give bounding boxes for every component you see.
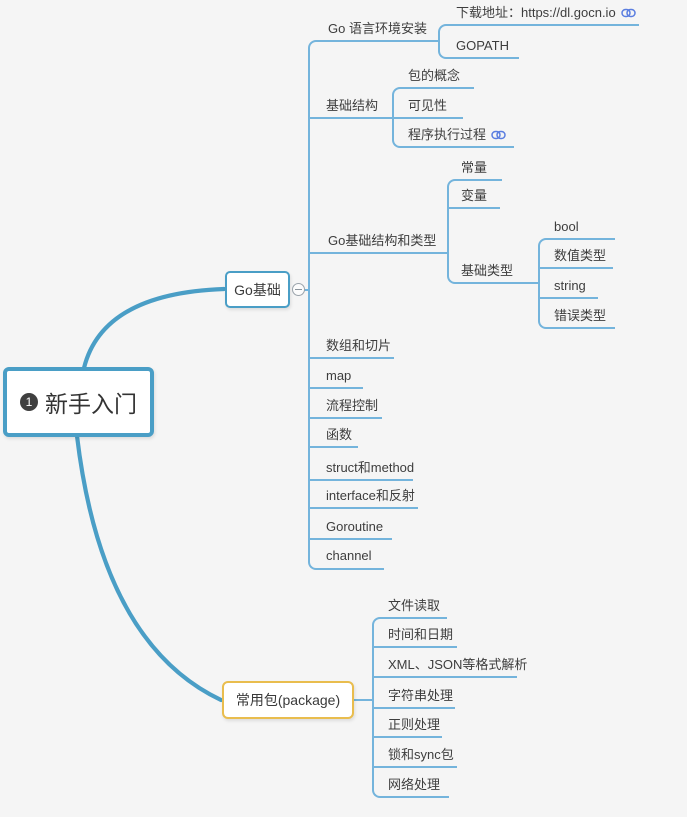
connector	[308, 357, 394, 359]
packages-label: 常用包(package)	[235, 692, 341, 708]
connector	[447, 207, 500, 209]
node-constants[interactable]: 常量	[461, 160, 488, 175]
connector	[353, 699, 372, 701]
download-url-text: 下载地址：https://dl.gocn.io	[456, 5, 616, 20]
connector	[392, 128, 514, 148]
connector	[308, 117, 463, 119]
connector	[372, 778, 449, 798]
connector	[372, 676, 517, 678]
connector	[372, 707, 455, 709]
connector	[438, 24, 639, 43]
connector	[308, 507, 418, 509]
node-xml-json-parse[interactable]: XML、JSON等格式解析	[388, 657, 528, 672]
connector	[308, 446, 358, 448]
node-variables[interactable]: 变量	[461, 188, 488, 203]
node-visibility[interactable]: 可见性	[408, 98, 448, 113]
node-network-processing[interactable]: 网络处理	[388, 777, 441, 792]
connector	[372, 766, 457, 768]
connector	[372, 617, 447, 637]
node-goroutine[interactable]: Goroutine	[326, 519, 384, 534]
priority-badge: 1	[20, 393, 38, 411]
connector	[308, 387, 363, 389]
node-map[interactable]: map	[326, 368, 352, 383]
node-time-date[interactable]: 时间和日期	[388, 627, 454, 642]
connector	[372, 646, 457, 648]
node-struct-method[interactable]: struct和method	[326, 460, 415, 475]
link-icon[interactable]	[620, 7, 636, 19]
node-string-processing[interactable]: 字符串处理	[388, 688, 454, 703]
node-root[interactable]: 1 新手入门	[3, 367, 154, 437]
connector	[447, 264, 540, 284]
node-functions[interactable]: 函数	[326, 427, 353, 442]
node-numeric-types[interactable]: 数值类型	[554, 248, 607, 263]
connector	[308, 417, 382, 419]
node-basic-types[interactable]: 基础类型	[461, 263, 514, 278]
node-file-read[interactable]: 文件读取	[388, 598, 441, 613]
connector	[538, 267, 613, 269]
node-channel[interactable]: channel	[326, 548, 372, 563]
node-lock-sync[interactable]: 锁和sync包	[388, 747, 454, 762]
connector	[447, 179, 502, 199]
connector	[538, 297, 598, 299]
connector	[538, 238, 615, 258]
connector	[447, 192, 449, 268]
connector	[308, 252, 447, 254]
node-basic-structure[interactable]: 基础结构	[326, 98, 379, 113]
node-flow-control[interactable]: 流程控制	[326, 398, 379, 413]
root-label: 新手入门	[45, 391, 137, 417]
node-bool[interactable]: bool	[554, 219, 579, 234]
link-icon[interactable]	[491, 129, 506, 141]
connector	[538, 250, 540, 312]
go-basics-label: Go基础	[234, 281, 281, 298]
connector	[308, 544, 384, 570]
node-gopath[interactable]: GOPATH	[456, 38, 509, 53]
node-string[interactable]: string	[554, 278, 586, 293]
connector	[372, 630, 374, 782]
connector	[538, 309, 615, 329]
node-arrays-slices[interactable]: 数组和切片	[326, 338, 392, 353]
node-interface-reflect[interactable]: interface和反射	[326, 488, 415, 503]
node-regex-processing[interactable]: 正则处理	[388, 717, 441, 732]
connector	[308, 40, 440, 66]
node-package-concept[interactable]: 包的概念	[408, 68, 461, 83]
collapse-button[interactable]	[292, 283, 305, 296]
node-error-types[interactable]: 错误类型	[554, 308, 607, 323]
node-types[interactable]: Go基础结构和类型	[328, 233, 437, 248]
connector	[438, 40, 519, 59]
connector	[392, 87, 474, 107]
node-env-install[interactable]: Go 语言环境安装	[328, 21, 427, 36]
connector	[308, 60, 310, 552]
node-go-basics[interactable]: Go基础	[225, 271, 290, 308]
exec-process-text: 程序执行过程	[408, 127, 487, 142]
curve-root-to-packages	[74, 433, 224, 703]
node-download-url[interactable]: 下载地址：https://dl.gocn.io	[456, 3, 636, 23]
connector	[392, 100, 394, 132]
connector	[372, 736, 442, 738]
node-packages[interactable]: 常用包(package)	[222, 681, 354, 719]
connector	[308, 538, 392, 540]
connector	[308, 479, 413, 481]
node-exec-process[interactable]: 程序执行过程	[408, 125, 506, 145]
curve-root-to-go	[81, 286, 227, 371]
